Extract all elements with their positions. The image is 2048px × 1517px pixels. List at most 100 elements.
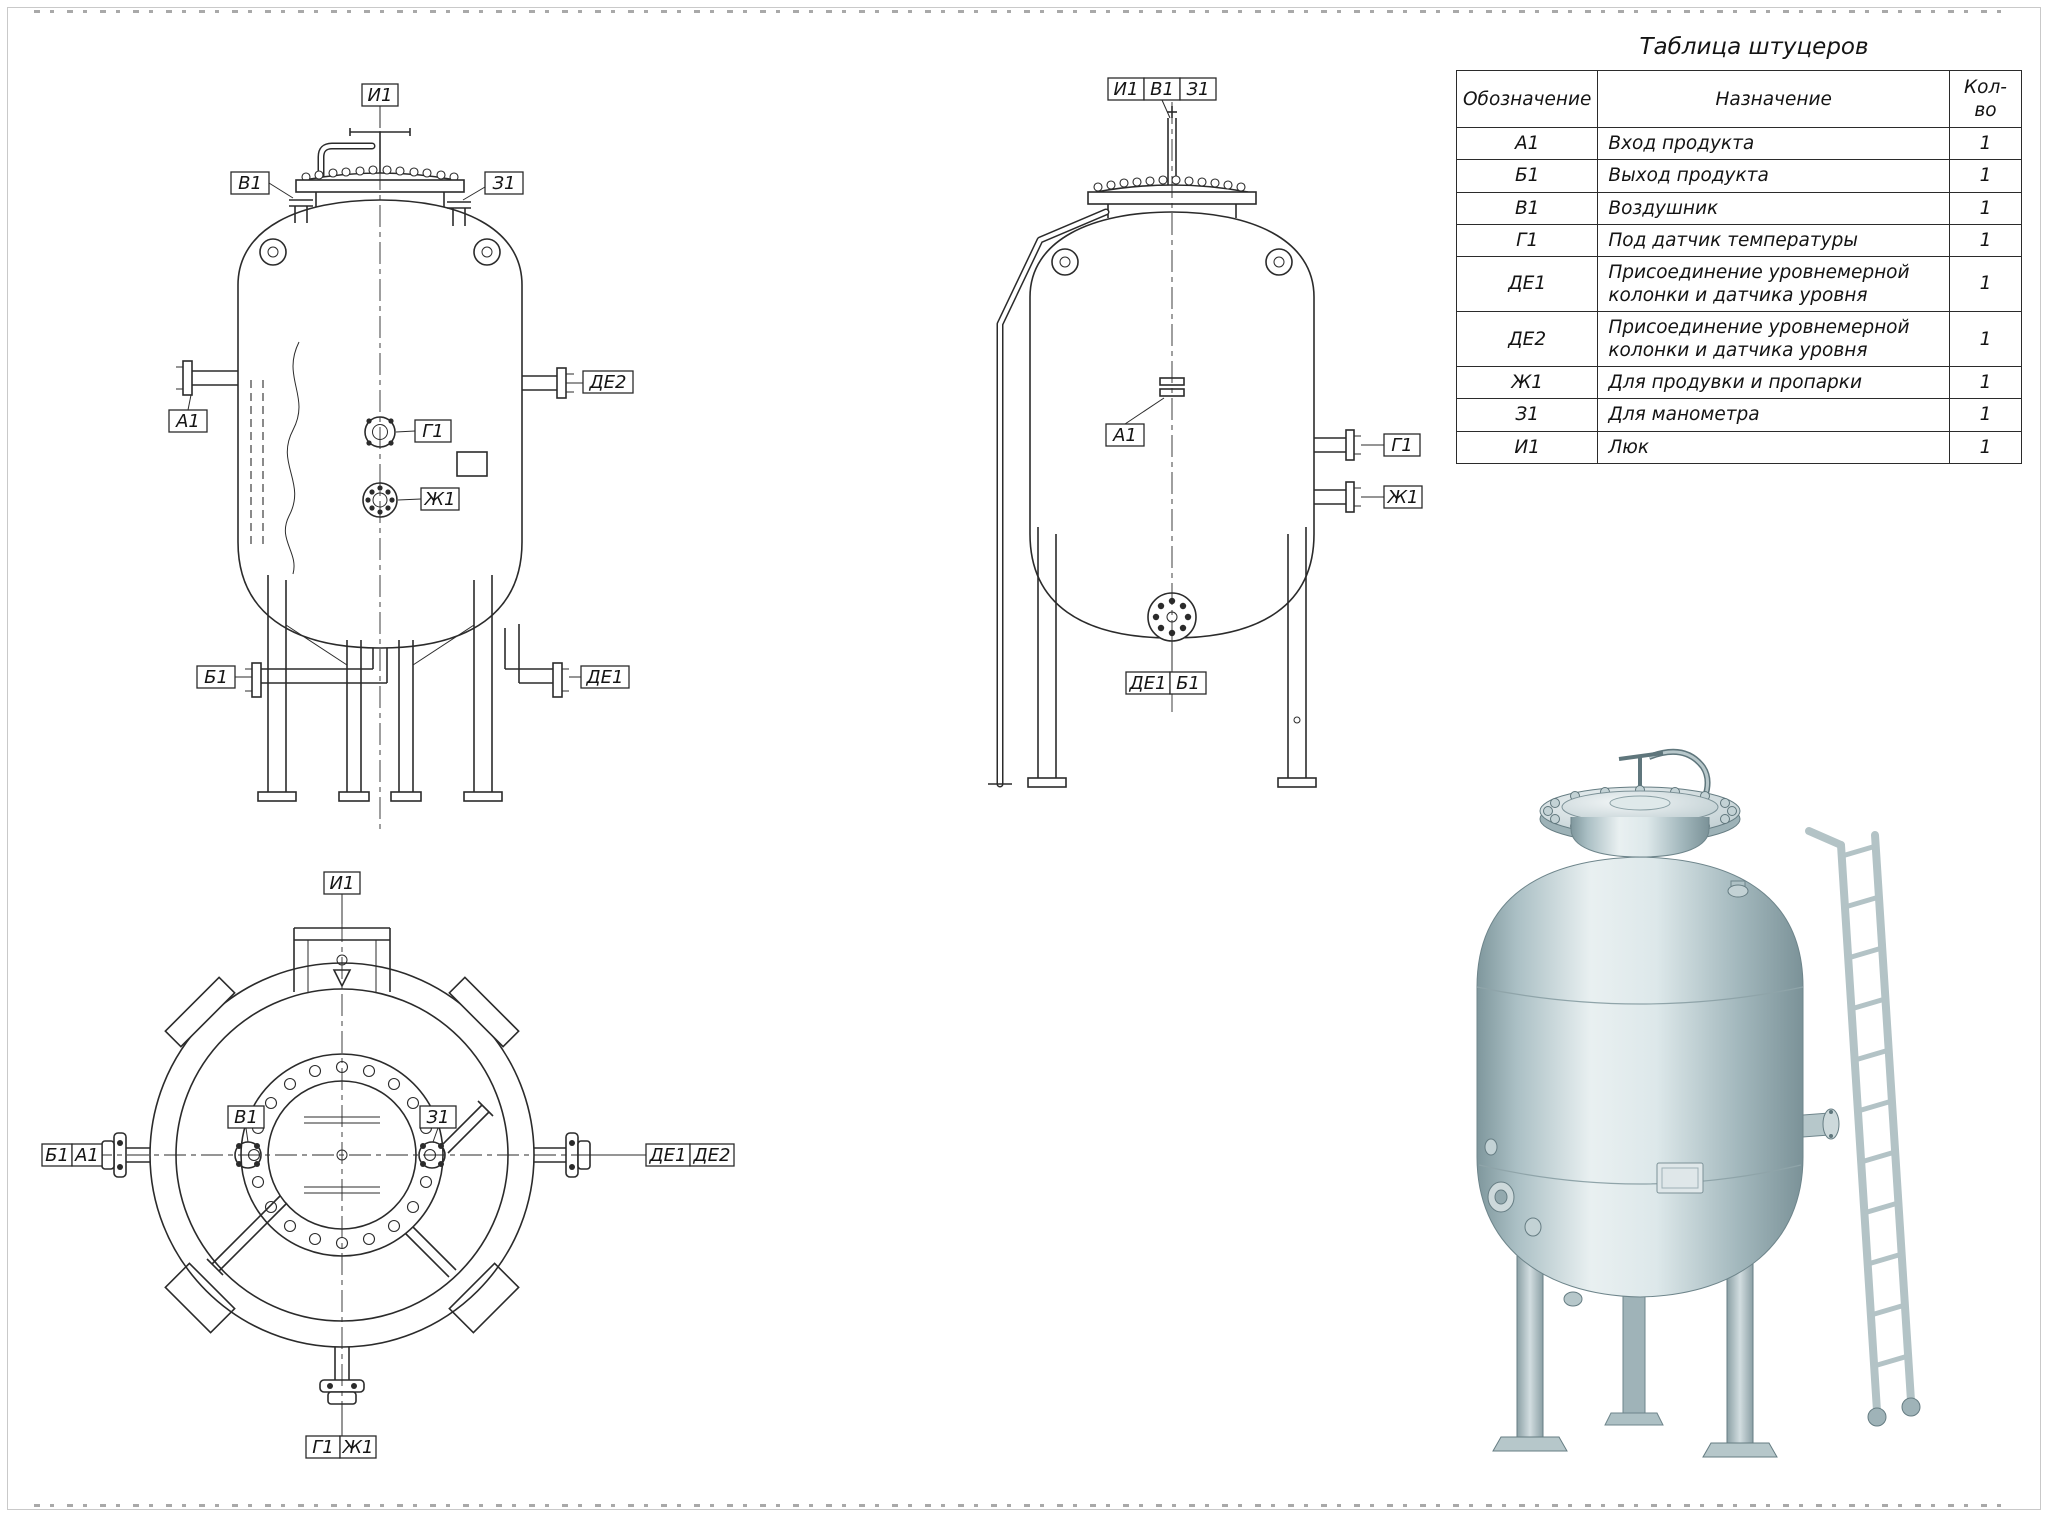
- svg-text:Г1: Г1: [312, 1437, 333, 1458]
- cell-qty: 1: [1949, 366, 2022, 400]
- svg-text:З1: З1: [1187, 79, 1210, 100]
- render-legs: [1492, 1250, 1778, 1458]
- cell-designation: В1: [1455, 191, 1599, 225]
- cell-designation: Б1: [1455, 159, 1599, 193]
- col-header-purpose: Назначение: [1597, 69, 1950, 129]
- vessel-3d-render: [1476, 748, 1921, 1458]
- table-row: И1 Люк 1: [1455, 430, 2022, 464]
- svg-text:И1: И1: [1114, 79, 1139, 100]
- cell-purpose: Вход продукта: [1597, 127, 1950, 161]
- svg-text:З1: З1: [493, 173, 516, 194]
- cell-qty: 1: [1949, 223, 2022, 257]
- table-row: А1 Вход продукта 1: [1455, 127, 2022, 161]
- cell-purpose: Для манометра: [1597, 398, 1950, 432]
- svg-text:Б1: Б1: [204, 667, 228, 688]
- cell-purpose: Присоединение уровнемерной колонки и дат…: [1597, 310, 1950, 368]
- cell-qty: 1: [1949, 159, 2022, 193]
- col-header-qty: Кол-во: [1949, 69, 2022, 129]
- cell-qty: 1: [1949, 255, 2022, 313]
- svg-text:Б1: Б1: [45, 1145, 69, 1166]
- cell-qty: 1: [1949, 127, 2022, 161]
- svg-text:ДЕ1: ДЕ1: [649, 1145, 687, 1166]
- cell-qty: 1: [1949, 191, 2022, 225]
- nozzle-table: Обозначение Назначение Кол-во А1 Вход пр…: [1455, 69, 2022, 464]
- callout-z1: З1: [462, 171, 524, 201]
- svg-text:А1: А1: [74, 1145, 99, 1166]
- side-view-drawing: И1 В1 З1 А1 Г1 Ж1 ДЕ1 Б1: [988, 77, 1423, 788]
- svg-text:А1: А1: [175, 411, 200, 432]
- svg-text:Б1: Б1: [1176, 673, 1200, 694]
- callout-v1: В1: [227, 1105, 265, 1143]
- callout-de1-de2: ДЕ1 ДЕ2: [590, 1143, 735, 1167]
- svg-text:ДЕ1: ДЕ1: [1129, 673, 1167, 694]
- top-view-drawing: И1 В1 З1 Б1 А1 ДЕ1 ДЕ2 Г1: [41, 871, 735, 1459]
- callout-zh1: Ж1: [397, 487, 460, 511]
- callout-g1: Г1: [1361, 433, 1421, 457]
- cell-designation: И1: [1455, 430, 1599, 464]
- callout-de2: ДЕ2: [566, 370, 634, 394]
- table-row: Б1 Выход продукта 1: [1455, 159, 2022, 193]
- svg-text:А1: А1: [1112, 425, 1137, 446]
- table-row: Ж1 Для продувки и пропарки 1: [1455, 366, 2022, 400]
- manhole-bolts: [1093, 175, 1246, 192]
- table-title: Таблица штуцеров: [1639, 34, 1869, 60]
- cell-purpose: Присоединение уровнемерной колонки и дат…: [1597, 255, 1950, 313]
- callout-b1: Б1: [196, 665, 252, 689]
- ruler-ticks-top: [34, 10, 2014, 13]
- svg-text:З1: З1: [427, 1107, 450, 1128]
- col-header-designation: Обозначение: [1455, 69, 1599, 129]
- svg-text:В1: В1: [238, 173, 262, 194]
- cell-purpose: Выход продукта: [1597, 159, 1950, 193]
- svg-text:Ж1: Ж1: [424, 489, 456, 510]
- svg-text:Ж1: Ж1: [342, 1437, 374, 1458]
- cell-purpose: Под датчик температуры: [1597, 223, 1950, 257]
- svg-text:ДЕ2: ДЕ2: [589, 372, 627, 393]
- cell-designation: ДЕ2: [1455, 310, 1599, 368]
- svg-text:Ж1: Ж1: [1387, 487, 1419, 508]
- svg-text:ДЕ1: ДЕ1: [586, 667, 624, 688]
- svg-text:В1: В1: [234, 1107, 258, 1128]
- cell-purpose: Воздушник: [1597, 191, 1950, 225]
- callout-a1: А1: [168, 394, 208, 433]
- callout-a1: А1: [1105, 397, 1165, 447]
- svg-text:И1: И1: [330, 873, 355, 894]
- table-row: Г1 Под датчик температуры 1: [1455, 223, 2022, 257]
- callout-g1: Г1: [395, 419, 452, 443]
- callout-v1: В1: [230, 171, 294, 199]
- svg-text:И1: И1: [368, 85, 393, 106]
- cell-designation: А1: [1455, 127, 1599, 161]
- cell-qty: 1: [1949, 398, 2022, 432]
- cell-qty: 1: [1949, 310, 2022, 368]
- cell-purpose: Люк: [1597, 430, 1950, 464]
- table-header-row: Обозначение Назначение Кол-во: [1455, 69, 2022, 129]
- ruler-ticks-bottom: [34, 1504, 2014, 1507]
- table-row: ДЕ1 Присоединение уровнемерной колонки и…: [1455, 255, 2022, 313]
- cell-designation: Ж1: [1455, 366, 1599, 400]
- callout-de1: ДЕ1: [569, 665, 630, 689]
- svg-text:ДЕ2: ДЕ2: [693, 1145, 731, 1166]
- front-view-drawing: И1 В1 З1 ДЕ2 А1 Г1 Ж: [168, 83, 634, 830]
- render-ladder: [1805, 827, 1921, 1427]
- side-vessel-outline: [988, 106, 1361, 788]
- cell-purpose: Для продувки и пропарки: [1597, 366, 1950, 400]
- svg-text:Г1: Г1: [422, 421, 443, 442]
- front-vessel-outline: [176, 128, 574, 802]
- callout-b1-a1: Б1 А1: [41, 1143, 103, 1167]
- plan-outline: [101, 927, 591, 1405]
- callout-zh1: Ж1: [1361, 485, 1423, 509]
- cell-designation: З1: [1455, 398, 1599, 432]
- table-row: В1 Воздушник 1: [1455, 191, 2022, 225]
- callout-i1: И1: [361, 83, 399, 128]
- cell-designation: ДЕ1: [1455, 255, 1599, 313]
- callout-g1-zh1: Г1 Ж1: [305, 1404, 377, 1459]
- cell-qty: 1: [1949, 430, 2022, 464]
- callout-z1: З1: [419, 1105, 457, 1143]
- manhole-bolts: [301, 165, 459, 182]
- nozzle-table-block: Таблица штуцеров Обозначение Назначение …: [1455, 34, 2022, 464]
- manhole-bolt-ring: [247, 1060, 437, 1250]
- callout-top-row: И1 В1 З1: [1107, 77, 1217, 119]
- table-row: З1 Для манометра 1: [1455, 398, 2022, 432]
- svg-text:Г1: Г1: [1391, 435, 1412, 456]
- svg-text:В1: В1: [1150, 79, 1174, 100]
